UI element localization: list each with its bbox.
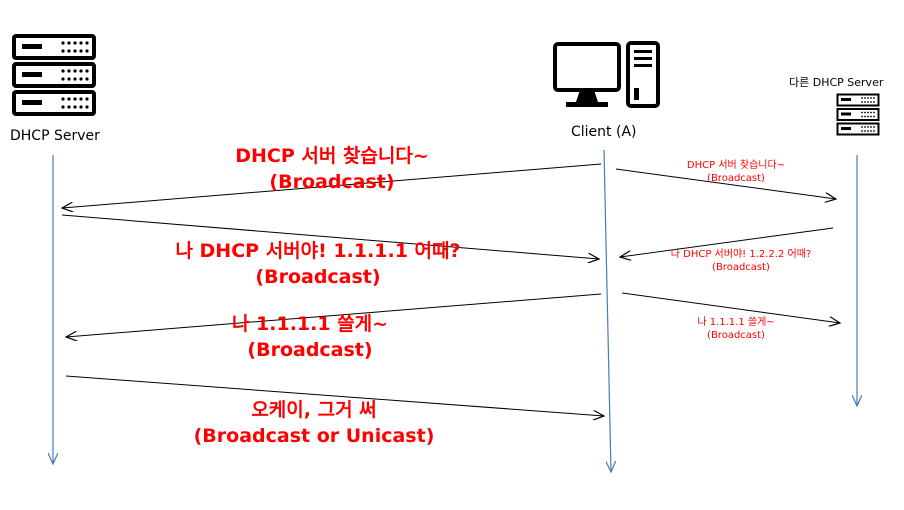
message-ack-line2: (Broadcast or Unicast) [193, 425, 435, 447]
message-other-discover: DHCP 서버 찾습니다~ (Broadcast) [666, 159, 806, 185]
message-request: 나 1.1.1.1 쓸게~ (Broadcast) [200, 311, 420, 363]
computer-icon [553, 41, 660, 108]
message-request-line1: 나 1.1.1.1 쓸게~ [231, 313, 389, 335]
message-request-line2: (Broadcast) [247, 339, 373, 361]
message-other-discover-line2: (Broadcast) [707, 173, 765, 184]
server-icon [12, 34, 96, 116]
message-offer: 나 DHCP 서버야! 1.1.1.1 어때? (Broadcast) [170, 238, 466, 290]
message-offer-line2: (Broadcast) [255, 266, 381, 288]
arrow-ack-main [65, 375, 604, 416]
lifeline-client [603, 149, 611, 472]
message-other-request-line2: (Broadcast) [707, 330, 765, 341]
message-ack: 오케이, 그거 써 (Broadcast or Unicast) [170, 397, 458, 449]
dhcp-server-label: DHCP Server [10, 128, 100, 144]
message-discover-line1: DHCP 서버 찾습니다~ [235, 145, 429, 167]
client-label: Client (A) [571, 124, 637, 140]
message-other-offer: 나 DHCP 서버야! 1.2.2.2 어때? (Broadcast) [658, 248, 824, 274]
server-icon-small [836, 93, 880, 136]
arrow-request-main [66, 293, 602, 337]
message-other-discover-line1: DHCP 서버 찾습니다~ [686, 160, 786, 171]
arrow-request-other [621, 292, 840, 323]
arrow-discover-main [62, 163, 602, 208]
message-other-offer-line1: 나 DHCP 서버야! 1.2.2.2 어때? [670, 249, 812, 260]
message-ack-line1: 오케이, 그거 써 [251, 399, 377, 421]
other-server-label: 다른 DHCP Server [789, 76, 884, 89]
arrow-offer-other [620, 227, 834, 257]
message-other-offer-line2: (Broadcast) [712, 262, 770, 273]
message-offer-line1: 나 DHCP 서버야! 1.1.1.1 어때? [175, 240, 461, 262]
message-discover-line2: (Broadcast) [269, 171, 395, 193]
arrow-discover-other [615, 168, 836, 199]
message-other-request-line1: 나 1.1.1.1 쓸게~ [697, 317, 775, 328]
arrow-offer-main [61, 214, 599, 259]
message-discover: DHCP 서버 찾습니다~ (Broadcast) [222, 143, 442, 195]
message-other-request: 나 1.1.1.1 쓸게~ (Broadcast) [676, 316, 796, 342]
